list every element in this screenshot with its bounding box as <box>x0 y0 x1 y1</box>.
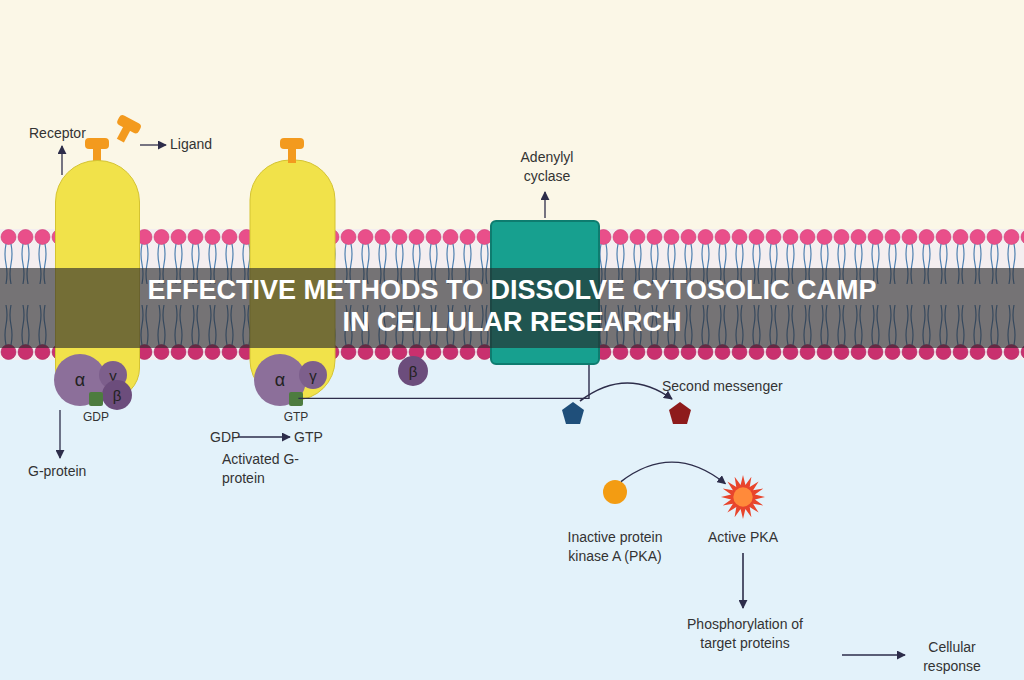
ligand-stem <box>288 147 296 163</box>
bound-ligand <box>280 138 304 163</box>
ligand-molecule: Ligand <box>112 116 140 144</box>
nucleotide-label: GTP <box>271 408 321 427</box>
group-label: Activated G-protein <box>222 450 302 488</box>
title-text: EFFECTIVE METHODS TO DISSOLVE CYTOSOLIC … <box>137 274 887 338</box>
star-core <box>733 487 752 506</box>
outcome-label: Cellular response <box>912 638 992 676</box>
process-label: Phosphorylation of target proteins <box>670 615 820 653</box>
leader-arrow <box>61 146 62 175</box>
ligand-shape <box>110 114 142 146</box>
subunit-symbol: β <box>102 380 132 410</box>
pent-outline <box>668 401 692 425</box>
gdp-bound: GDP <box>89 392 103 406</box>
star-rays <box>721 475 765 519</box>
flow-arrow <box>842 654 905 656</box>
ligand-outline <box>112 116 140 144</box>
pka-label: Inactive protein kinase A (PKA) <box>560 528 670 566</box>
leader-arrow <box>140 144 166 145</box>
exchange-arrow <box>238 436 290 437</box>
leader-arrow <box>59 410 60 458</box>
active-pka: Active PKA <box>721 475 765 519</box>
ligand-label: Ligand <box>170 135 240 154</box>
title-banner: EFFECTIVE METHODS TO DISSOLVE CYTOSOLIC … <box>0 268 1024 348</box>
leader-arrow <box>544 192 545 218</box>
receptor-label: Receptor <box>29 124 119 143</box>
pka-label: Active PKA <box>693 528 793 547</box>
inactive-pka: Inactive protein kinase A (PKA) <box>603 480 627 504</box>
connector-line <box>621 462 725 484</box>
flow-arrow <box>742 553 744 608</box>
beta-subunit: β <box>398 356 428 386</box>
ligand-stem <box>117 125 131 142</box>
camp-pentagon: Second messenger <box>668 401 692 425</box>
messenger-label: Second messenger <box>662 377 802 396</box>
beta-subunit: β <box>102 380 132 410</box>
nucleotide-label: GDP <box>71 408 121 427</box>
subunit-symbol: γ <box>299 361 327 389</box>
star-outline <box>721 475 765 519</box>
conversion-arrow <box>580 383 672 401</box>
subunit-symbol: β <box>398 356 428 386</box>
nucleotide-label: GDP <box>210 428 240 447</box>
atp-pentagon <box>562 402 584 424</box>
gamma-subunit: γ <box>299 361 327 389</box>
enzyme-label: Adenylyl cyclase <box>502 148 592 186</box>
connector-line <box>298 365 589 398</box>
pentagon-shape <box>669 402 691 424</box>
group-label: G-protein <box>28 462 118 481</box>
nucleotide-label: GTP <box>294 428 324 447</box>
